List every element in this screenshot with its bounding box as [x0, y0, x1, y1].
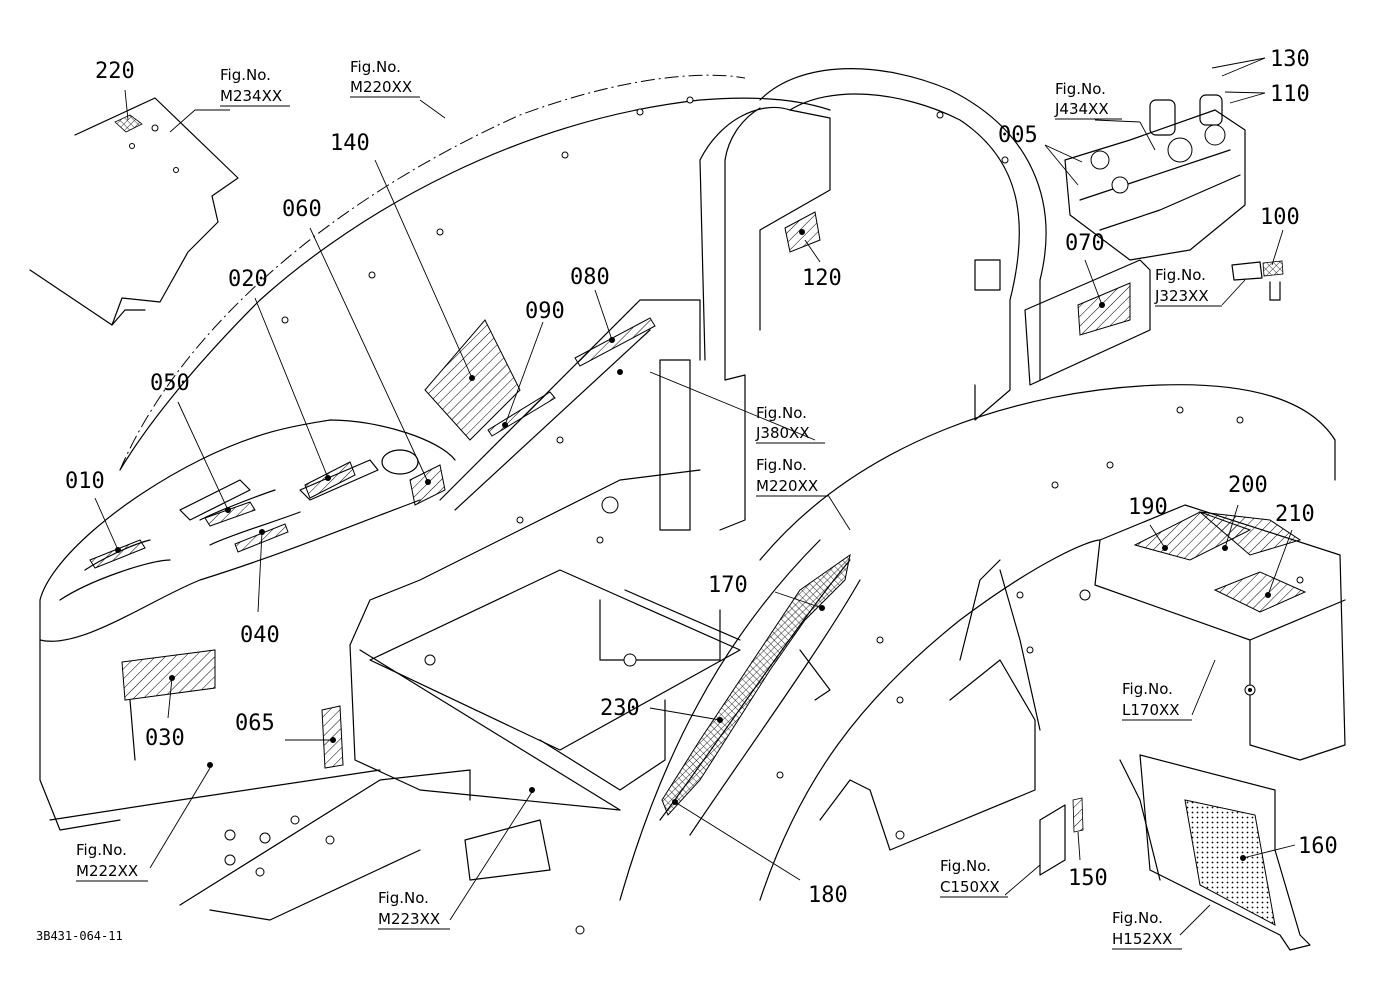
part-080-label: 080: [570, 265, 610, 290]
part-050-label: 050: [150, 371, 190, 396]
part-160-label: 160: [1298, 834, 1338, 859]
part-190-label: 190: [1128, 495, 1168, 520]
fig-ref-m234: Fig.No. M234XX: [220, 66, 290, 107]
part-180-label: 180: [808, 883, 848, 908]
part-170-label: 170: [708, 573, 748, 598]
fig-ref-prefix: Fig.No.: [76, 841, 127, 859]
part-065-label: 065: [235, 711, 275, 736]
part-030-label: 030: [145, 726, 185, 751]
part-210-label: 210: [1275, 502, 1315, 527]
fig-ref-code: M234XX: [220, 87, 282, 105]
fig-ref-j434: Fig.No. J434XX: [1054, 80, 1122, 120]
fig-ref-prefix: Fig.No.: [1122, 680, 1173, 698]
fig-ref-j380: Fig.No. J380XX: [755, 404, 825, 444]
fig-ref-h152: Fig.No. H152XX: [1112, 909, 1182, 950]
fig-ref-code: J434XX: [1054, 100, 1109, 118]
line-art: [29, 68, 1346, 951]
fig-ref-code: J380XX: [755, 424, 810, 442]
part-230-label: 230: [600, 696, 640, 721]
fig-ref-prefix: Fig.No.: [378, 889, 429, 907]
part-120-label: 120: [802, 266, 842, 291]
fig-ref-m220-mid: Fig.No. M220XX: [756, 456, 828, 497]
part-numbers: 220 140 060 020 080 090 050 010 040 030 …: [65, 47, 1338, 908]
fig-ref-m223: Fig.No. M223XX: [378, 889, 450, 930]
drawing-code: 3B431-064-11: [36, 929, 123, 943]
part-140-label: 140: [330, 131, 370, 156]
fig-ref-j323: Fig.No. J323XX: [1154, 266, 1222, 307]
decal-shapes: [89, 114, 1307, 926]
fig-ref-c150: Fig.No. C150XX: [940, 857, 1008, 898]
fig-ref-code: M220XX: [350, 78, 412, 96]
part-040-label: 040: [240, 623, 280, 648]
fig-ref-l170: Fig.No. L170XX: [1122, 680, 1192, 721]
fig-ref-prefix: Fig.No.: [220, 66, 271, 84]
part-150-label: 150: [1068, 866, 1108, 891]
fig-ref-code: H152XX: [1112, 930, 1172, 948]
fig-ref-code: J323XX: [1154, 287, 1209, 305]
fig-ref-prefix: Fig.No.: [350, 58, 401, 76]
fig-ref-prefix: Fig.No.: [1055, 80, 1106, 98]
fig-ref-prefix: Fig.No.: [940, 857, 991, 875]
figure-references: Fig.No. M234XX Fig.No. M220XX Fig.No. J4…: [76, 58, 1222, 950]
part-070-label: 070: [1065, 231, 1105, 256]
part-010-label: 010: [65, 469, 105, 494]
part-110-label: 110: [1270, 82, 1310, 107]
fig-ref-code: M223XX: [378, 910, 440, 928]
fig-ref-prefix: Fig.No.: [756, 404, 807, 422]
fig-ref-m220-top: Fig.No. M220XX: [350, 58, 420, 98]
fig-ref-prefix: Fig.No.: [1112, 909, 1163, 927]
part-060-label: 060: [282, 197, 322, 222]
part-100-label: 100: [1260, 205, 1300, 230]
fig-ref-m222: Fig.No. M222XX: [76, 841, 148, 882]
part-130-label: 130: [1270, 47, 1310, 72]
part-200-label: 200: [1228, 473, 1268, 498]
fig-ref-prefix: Fig.No.: [756, 456, 807, 474]
part-090-label: 090: [525, 299, 565, 324]
fig-ref-prefix: Fig.No.: [1155, 266, 1206, 284]
part-020-label: 020: [228, 267, 268, 292]
part-220-label: 220: [95, 59, 135, 84]
fig-ref-code: M220XX: [756, 477, 818, 495]
leader-lines: [94, 57, 1296, 936]
fig-ref-code: C150XX: [940, 878, 1000, 896]
fig-ref-code: L170XX: [1122, 701, 1180, 719]
fig-ref-code: M222XX: [76, 862, 138, 880]
part-005-label: 005: [998, 123, 1038, 148]
